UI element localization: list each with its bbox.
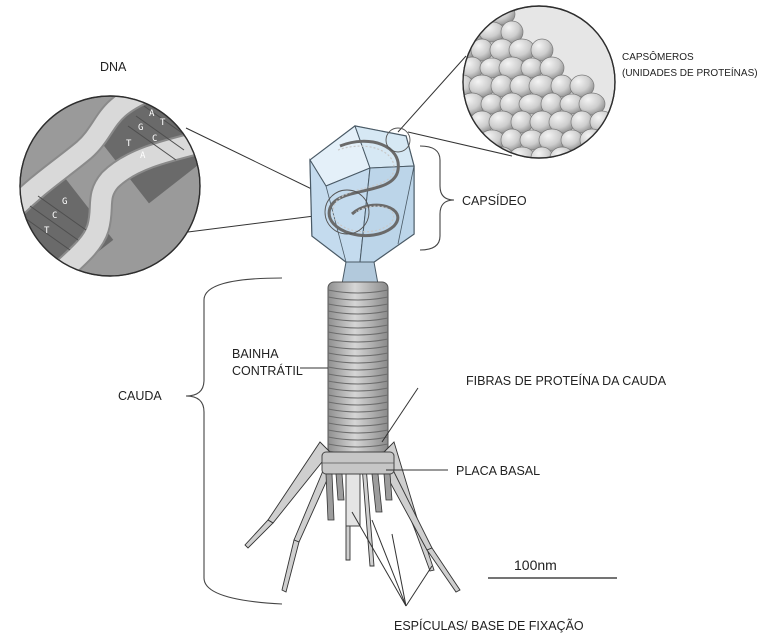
- capsomere-unit: [490, 147, 514, 169]
- label-fibras: FIBRAS DE PROTEÍNA DA CAUDA: [466, 373, 667, 388]
- capsomere-unit: [609, 111, 635, 133]
- capsomere-unit: [621, 129, 643, 151]
- label-capsomeros-sub: (UNIDADES DE PROTEÍNAS): [622, 66, 758, 79]
- svg-text:T: T: [126, 139, 132, 149]
- capsid-head: [310, 126, 414, 284]
- svg-text:A: A: [140, 151, 146, 161]
- label-capsomeros: CAPSÔMEROS: [622, 50, 694, 63]
- label-cauda: CAUDA: [118, 389, 162, 403]
- dna-zoom-leader-top: [186, 128, 322, 194]
- capsid-brace: [420, 146, 454, 250]
- capsomere-leader-top: [398, 56, 466, 132]
- tail-tube: [346, 474, 360, 526]
- label-espiculas: ESPÍCULAS/ BASE DE FIXAÇÃO: [394, 618, 584, 633]
- tail-brace: [186, 278, 282, 604]
- capsomere-unit: [610, 147, 634, 169]
- svg-text:A: A: [149, 109, 155, 119]
- svg-text:G: G: [138, 123, 143, 133]
- dna-zoom-circle: A T G C T A G C T A: [0, 70, 330, 292]
- capsomere-unit: [599, 130, 625, 150]
- capsomere-zoom-circle: [398, 3, 643, 169]
- capsomere-unit: [451, 3, 473, 25]
- contractile-sheath: [328, 282, 388, 454]
- label-dna: DNA: [100, 60, 127, 74]
- capsomere-unit: [470, 3, 494, 25]
- capsomere-unit: [580, 129, 604, 151]
- label-scale: 100nm: [514, 557, 557, 573]
- svg-text:C: C: [52, 211, 57, 221]
- label-capsideo: CAPSÍDEO: [462, 193, 527, 208]
- capsomere-unit: [550, 147, 574, 169]
- capsomere-unit: [471, 147, 493, 169]
- label-placa-basal: PLACA BASAL: [456, 464, 540, 478]
- svg-text:G: G: [62, 197, 67, 207]
- dna-zoom-leader-bottom: [188, 214, 330, 232]
- baseplate: [322, 452, 394, 474]
- svg-text:T: T: [160, 118, 166, 128]
- label-bainha: BAINHA: [232, 347, 279, 361]
- svg-text:C: C: [152, 134, 157, 144]
- label-contratil: CONTRÁTIL: [232, 363, 303, 378]
- capsomere-unit: [449, 147, 475, 169]
- capsomere-unit: [460, 129, 484, 151]
- svg-text:T: T: [44, 226, 50, 236]
- capsomere-unit: [591, 147, 613, 169]
